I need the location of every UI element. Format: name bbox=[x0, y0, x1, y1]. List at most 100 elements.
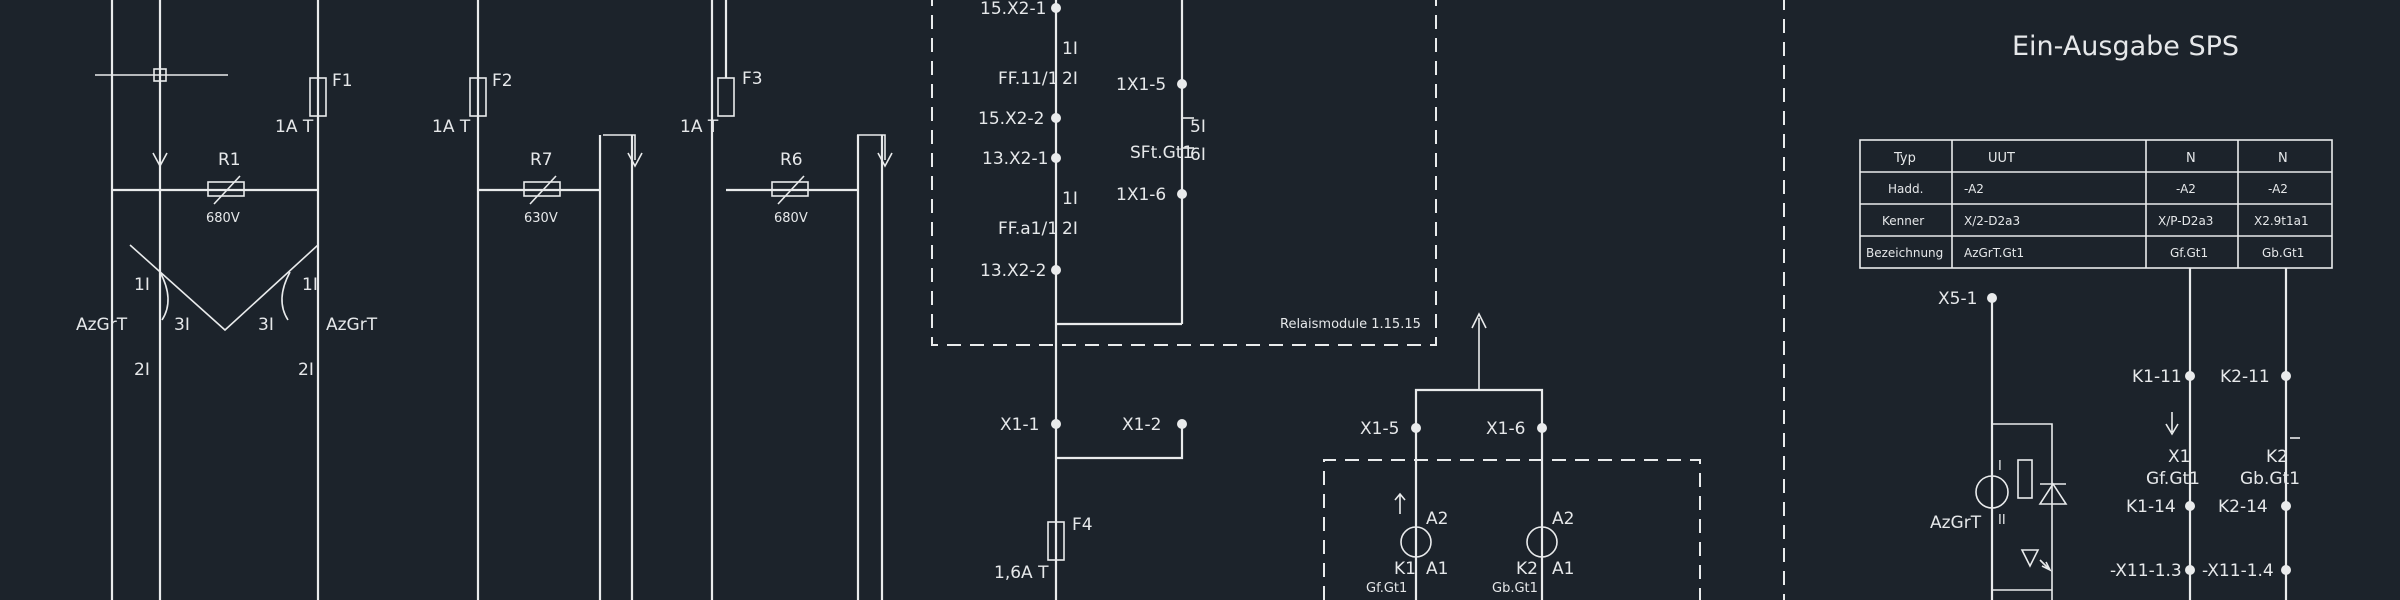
x1-terminals: X1-1 X1-2 bbox=[1000, 415, 1187, 460]
fuse-f1-label: F1 bbox=[332, 71, 353, 91]
diagram-label: -X11-1.3 bbox=[2110, 561, 2182, 581]
diagram-label: 13.X2-1 bbox=[982, 149, 1048, 169]
relay-module-label: Relaismodule 1.15.15 bbox=[1280, 317, 1421, 332]
diagram-label: K2 bbox=[2266, 447, 2288, 467]
diagram-label: SFt.Gt1 bbox=[1130, 143, 1193, 163]
fuse-f1-rating: 1A T bbox=[275, 117, 314, 137]
diagram-label: AzGrT bbox=[1930, 513, 1982, 533]
diagram-label: R6 bbox=[780, 150, 803, 170]
diagram-label: Gb.Gt1 bbox=[2262, 246, 2304, 260]
resistor-r6: R6 680V bbox=[771, 150, 809, 226]
diagram-label: A1 bbox=[1426, 559, 1448, 579]
table-header-n1: N bbox=[2186, 151, 2196, 166]
diagram-label: R1 bbox=[218, 150, 241, 170]
right-circuit: X5-1 I II AzGrT K1-11 K2-11 X1 Gf.Gt1 K2… bbox=[1930, 268, 2300, 600]
diagram-label: 2I bbox=[1062, 219, 1078, 239]
diagram-label: 15.X2-2 bbox=[978, 109, 1044, 129]
diagram-label: 1I bbox=[302, 275, 318, 295]
diagram-label: K2-11 bbox=[2220, 367, 2270, 387]
fuse-f3-rating: 1A T bbox=[680, 117, 719, 137]
diagram-label: Gf.Gt1 bbox=[1366, 581, 1407, 596]
diagram-label: 680V bbox=[206, 211, 240, 226]
diagram-label: 1X1-6 bbox=[1116, 185, 1166, 205]
diagram-label: K1 bbox=[1394, 559, 1416, 579]
diagram-label: 1,6A T bbox=[994, 563, 1049, 583]
diagram-label: -A2 bbox=[1964, 182, 1984, 196]
diagram-label: A1 bbox=[1552, 559, 1574, 579]
diagram-label: -X11-1.4 bbox=[2202, 561, 2274, 581]
fuse-f4: F4 1,6A T bbox=[994, 515, 1093, 583]
diagram-label: 630V bbox=[524, 211, 558, 226]
diagram-label: FF.11/1 bbox=[998, 69, 1058, 89]
diagram-label: Gf.Gt1 bbox=[2170, 246, 2208, 260]
diagram-label: X1-2 bbox=[1122, 415, 1161, 435]
resistor-r1: R1 680V bbox=[206, 150, 245, 226]
diagram-label: AzGrT bbox=[326, 315, 378, 335]
lamp-k1: A2 K1 A1 Gf.Gt1 bbox=[1366, 492, 1448, 596]
diagram-label: FF.a1/1 bbox=[998, 219, 1058, 239]
diagram-label: F4 bbox=[1072, 515, 1093, 535]
diagram-label: K1-11 bbox=[2132, 367, 2182, 387]
diagram-label: Gf.Gt1 bbox=[2146, 469, 2200, 489]
diagram-label: X1-6 bbox=[1486, 419, 1525, 439]
crosshair-marker bbox=[95, 40, 228, 110]
diagram-label: 1I bbox=[1062, 39, 1078, 59]
page-title: Ein-Ausgabe SPS bbox=[2012, 31, 2239, 62]
diagram-label: X5-1 bbox=[1938, 289, 1977, 309]
diagram-label: 3I bbox=[258, 315, 274, 335]
coil-cross: AzGrT AzGrT 1I 1I 3I 3I 2I 2I bbox=[76, 244, 378, 380]
diagram-label: K2-14 bbox=[2218, 497, 2268, 517]
diagram-label: X1-1 bbox=[1000, 415, 1039, 435]
fuse-f1 bbox=[309, 77, 327, 117]
diagram-label: 2I bbox=[1062, 69, 1078, 89]
diagram-label: K2 bbox=[1516, 559, 1538, 579]
fuse-f2 bbox=[469, 77, 487, 117]
diagram-label: II bbox=[1998, 513, 2006, 528]
diagram-label: Hadd. bbox=[1888, 182, 1923, 196]
diagram-label: K1-14 bbox=[2126, 497, 2176, 517]
diagram-label: -A2 bbox=[2176, 182, 2196, 196]
diagram-label: 2I bbox=[134, 360, 150, 380]
table-header-uut: UUT bbox=[1988, 151, 2015, 166]
diagram-label: 1I bbox=[134, 275, 150, 295]
diagram-label: Kenner bbox=[1882, 214, 1924, 228]
diagram-label: X1-5 bbox=[1360, 419, 1399, 439]
diagram-label: 15.X2-1 bbox=[980, 0, 1046, 19]
diagram-label: Gb.Gt1 bbox=[2240, 469, 2300, 489]
coil-azgrt: I II AzGrT bbox=[1930, 459, 2068, 572]
fuse-f2-rating: 1A T bbox=[432, 117, 471, 137]
diagram-label: AzGrT bbox=[76, 315, 128, 335]
diagram-label: X/P-D2a3 bbox=[2158, 214, 2213, 228]
diagram-label: A2 bbox=[1552, 509, 1574, 529]
io-table: Typ UUT N N Hadd. -A2 -A2 -A2 Kenner X/2… bbox=[1859, 139, 2333, 269]
diagram-label: 5I bbox=[1190, 117, 1206, 137]
lamp-section: X1-5 X1-6 A2 K1 A1 Gf.Gt1 A2 K2 A1 Gb.Gt… bbox=[1323, 312, 1701, 600]
mid-terminal-labels: 15.X2-1 1I FF.11/1 2I 15.X2-2 13.X2-1 1I… bbox=[978, 0, 1078, 281]
diagram-label: Bezeichnung bbox=[1866, 246, 1943, 260]
table-header-n2: N bbox=[2278, 151, 2288, 166]
table-header-typ: Typ bbox=[1893, 151, 1916, 166]
diagram-label: 3I bbox=[174, 315, 190, 335]
diagram-label: Gb.Gt1 bbox=[1492, 581, 1538, 596]
relay-module: 15.X2-1 1I FF.11/1 2I 15.X2-2 13.X2-1 1I… bbox=[931, 0, 1437, 600]
fuse-f3 bbox=[717, 77, 735, 117]
diagram-label: I bbox=[1998, 459, 2002, 474]
lamp-k2: A2 K2 A1 Gb.Gt1 bbox=[1492, 509, 1574, 596]
diagram-label: 2I bbox=[298, 360, 314, 380]
diagram-label: R7 bbox=[530, 150, 553, 170]
diagram-label: 13.X2-2 bbox=[980, 261, 1046, 281]
diagram-label: X2.9t1a1 bbox=[2254, 214, 2309, 228]
relay-contact: 1X1-5 5I SFt.Gt1 6I 1X1-6 bbox=[1116, 75, 1206, 205]
fuse-f3-label: F3 bbox=[742, 69, 763, 89]
diagram-label: -A2 bbox=[2268, 182, 2288, 196]
diagram-label: 680V bbox=[774, 211, 808, 226]
diagram-label: 6I bbox=[1190, 145, 1206, 165]
diagram-label: A2 bbox=[1426, 509, 1448, 529]
fuse-f2-label: F2 bbox=[492, 71, 513, 91]
diagram-label: X1 bbox=[2168, 447, 2190, 467]
diagram-label: X/2-D2a3 bbox=[1964, 214, 2020, 228]
diagram-label: 1X1-5 bbox=[1116, 75, 1166, 95]
left-power-section: F1 1A T F2 1A T F3 1A T R1 680V R7 bbox=[76, 0, 893, 600]
diagram-label: AzGrT.Gt1 bbox=[1964, 246, 2024, 260]
